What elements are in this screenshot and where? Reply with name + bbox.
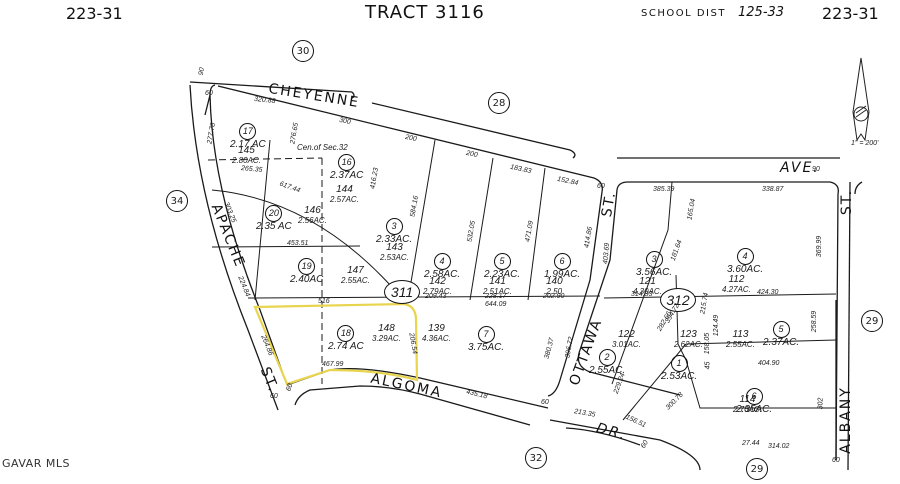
dimension-label: 60: [205, 90, 213, 97]
adjacent-page-29-right[interactable]: 29: [861, 310, 883, 332]
dimension-label: 385.39: [653, 186, 675, 193]
dimension-label: 27.44: [742, 440, 760, 447]
page-number-right: 223-31: [822, 4, 879, 23]
dimension-label: 338.87: [762, 186, 784, 193]
dimension-label: 60: [832, 457, 840, 464]
dimension-label: 424.30: [757, 289, 779, 296]
dimension-label: 60: [597, 183, 605, 190]
adjacent-page-30[interactable]: 30: [292, 40, 314, 62]
adjacent-page-34[interactable]: 34: [166, 190, 188, 212]
dimension-label: 453.51: [287, 240, 309, 247]
adjacent-page-28[interactable]: 28: [488, 92, 510, 114]
dimension-label: 158.05: [704, 332, 712, 355]
dimension-label: 60: [541, 399, 549, 406]
block-312[interactable]: 312: [660, 288, 696, 312]
street-albany: ALBANY: [837, 386, 854, 454]
dimension-label: 258.59: [811, 310, 819, 333]
adjacent-page-32[interactable]: 32: [525, 447, 547, 469]
dimension-label: 228.17: [485, 293, 507, 300]
dimension-label: 314.02: [768, 443, 790, 450]
dimension-label: 90: [197, 67, 207, 76]
block-311[interactable]: 311: [384, 280, 420, 304]
scale-label: 1" = 200': [851, 140, 879, 147]
school-district-value: 125-33: [738, 5, 785, 20]
dimension-label: 209.43: [425, 293, 447, 300]
north-arrow-icon: [852, 57, 870, 142]
school-district-label: SCHOOL DIST: [641, 8, 726, 19]
dimension-label: 45: [704, 361, 712, 370]
page-number-left: 223-31: [66, 4, 123, 23]
dimension-label: 467.99: [322, 361, 344, 368]
adjacent-page-29-bottom[interactable]: 29: [746, 458, 768, 480]
dimension-label: 202.90: [543, 293, 565, 300]
page-title: TRACT 3116: [365, 2, 485, 23]
dimension-label: 314.33: [631, 291, 653, 298]
dimension-label: 60: [270, 393, 278, 400]
street-ave: AVE.: [780, 160, 820, 176]
dimension-label: 369.99: [816, 235, 824, 258]
mls-watermark: GAVAR MLS: [2, 457, 70, 470]
center-of-section-note: Cen.of Sec.32: [297, 143, 348, 152]
dimension-label: 124.49: [713, 314, 721, 337]
dimension-label: 516: [318, 298, 330, 305]
street-albany-st: ST.: [839, 188, 856, 216]
dimension-label: 644.09: [485, 301, 507, 308]
dimension-label: 404.90: [758, 360, 780, 367]
dimension-label: 302: [817, 397, 825, 410]
dimension-label: 90: [812, 166, 820, 173]
